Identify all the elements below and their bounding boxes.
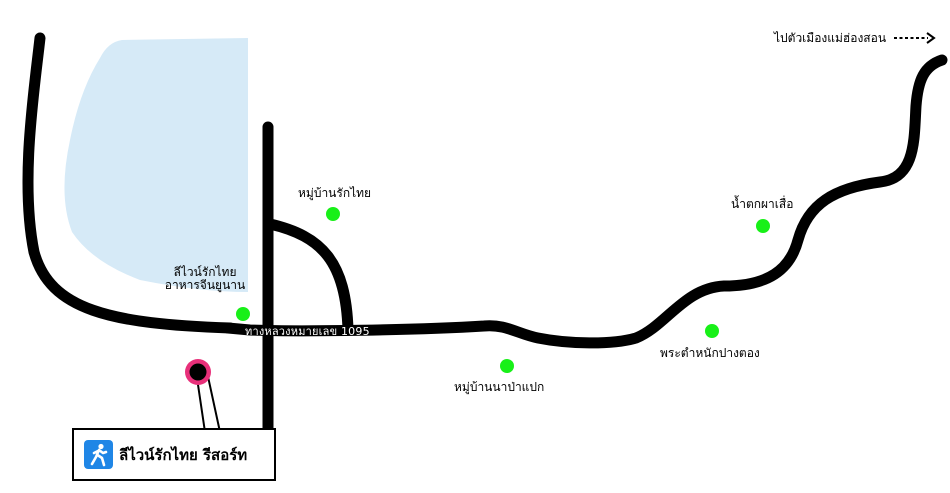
dashed-arrow-icon [894,32,936,44]
resort-callout[interactable]: ลีไวน์รักไทย รีสอร์ท [72,428,276,481]
poi-marker-village-rak-thai [326,207,340,221]
lake [64,38,248,292]
label-palace: พระตำหนักปางตอง [660,346,760,360]
label-village-na-pa-paek: หมู่บ้านนาป่าแปก [454,380,545,394]
direction-to-mae-hong-son: ไปตัวเมืองแม่ฮ่องสอน [774,31,936,45]
label-village-rak-thai: หมู่บ้านรักไทย [298,186,372,200]
label-lee-wine-restaurant-line2: อาหารจีนยูนาน [164,278,246,292]
highway-label: ทางหลวงหมายเลข 1095 [245,325,370,338]
direction-label: ไปตัวเมืองแม่ฮ่องสอน [774,31,887,45]
highway-1095 [222,54,948,349]
label-lee-wine-restaurant: ลีไวน์รักไทย อาหารจีนยูนาน [160,266,250,292]
resort-marker-center [189,363,207,381]
resort-leader-line [196,371,221,433]
left-road [22,32,236,334]
label-lee-wine-restaurant-line1: ลีไวน์รักไทย [173,265,237,279]
poi-marker-lee-wine-restaurant [236,307,250,321]
label-waterfall: น้ำตกผาเสื่อ [731,197,794,211]
resort-name: ลีไวน์รักไทย รีสอร์ท [119,445,248,464]
poi-marker-village-na-pa-paek [500,359,514,373]
poi-marker-palace [705,324,719,338]
poi-marker-waterfall [756,219,770,233]
loop-road [264,218,354,336]
hiker-icon [84,440,113,469]
